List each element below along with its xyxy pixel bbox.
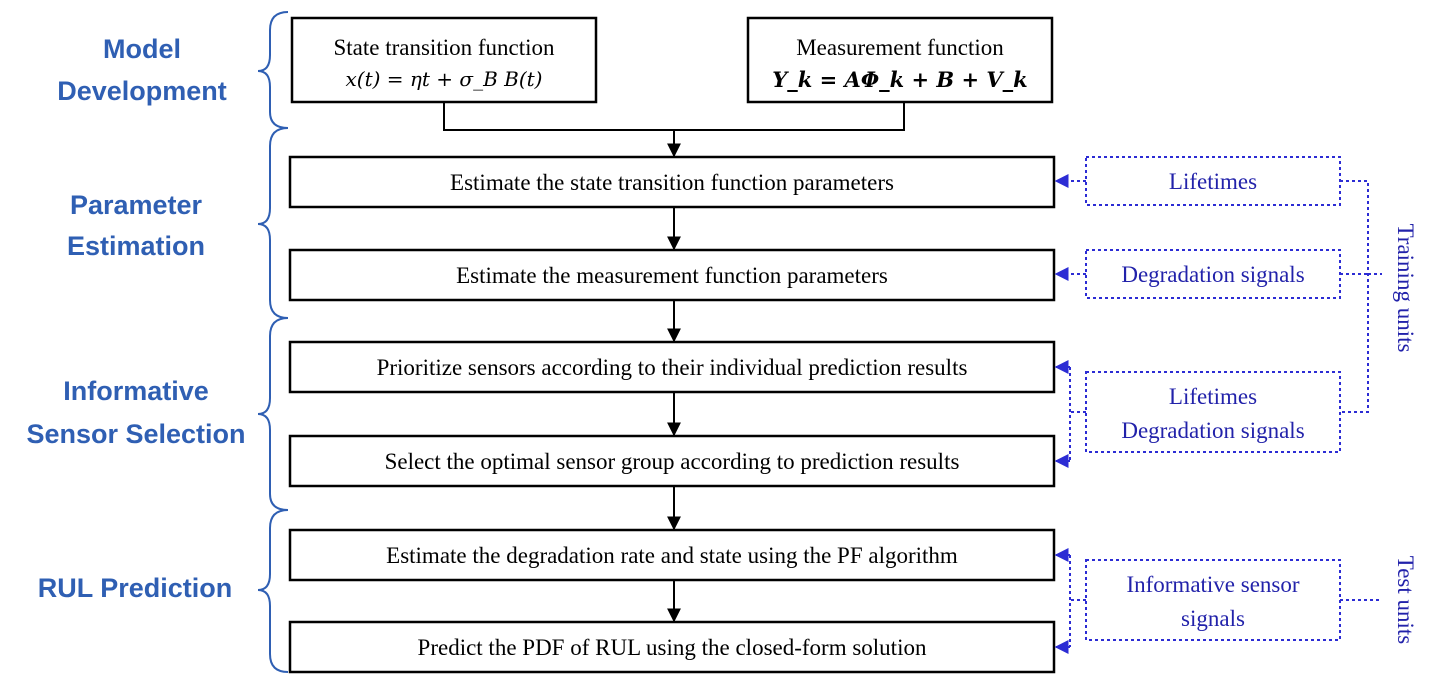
stage-param-line1: Parameter xyxy=(70,190,203,220)
brace-sensor xyxy=(257,317,289,511)
step-4-label: Select the optimal sensor group accordin… xyxy=(385,449,960,474)
input-combined-line2: Degradation signals xyxy=(1121,418,1304,443)
stage-rul: RUL Prediction xyxy=(38,573,233,603)
state-transition-equation: x(t) = ηt + σ_B B(t) xyxy=(346,67,543,91)
input-lifetimes-box: Lifetimes xyxy=(1085,156,1341,206)
input-informative-line2: signals xyxy=(1181,606,1245,631)
input-informative-box: Informative sensor signals xyxy=(1085,559,1341,641)
step-3-label: Prioritize sensors according to their in… xyxy=(377,355,968,380)
step-6-label: Predict the PDF of RUL using the closed-… xyxy=(418,635,927,660)
step-6-box: Predict the PDF of RUL using the closed-… xyxy=(288,620,1056,674)
training-units-label: Training units xyxy=(1393,224,1418,353)
stage-braces xyxy=(257,11,289,673)
brace-rul xyxy=(257,509,289,673)
input-combined-line1: Lifetimes xyxy=(1169,384,1257,409)
input-combined-box: Lifetimes Degradation signals xyxy=(1085,371,1341,453)
top-merge-connector xyxy=(443,102,905,131)
step-3-box: Prioritize sensors according to their in… xyxy=(288,340,1056,394)
state-transition-box: State transition function x(t) = ηt + σ_… xyxy=(290,16,598,104)
step-1-label: Estimate the state transition function p… xyxy=(450,170,894,195)
step-2-label: Estimate the measurement function parame… xyxy=(456,263,888,288)
brace-model xyxy=(257,11,289,129)
stage-sensor-line1: Informative xyxy=(63,376,209,406)
stage-sensor-line2: Sensor Selection xyxy=(26,419,245,449)
state-transition-title: State transition function xyxy=(333,35,555,60)
brace-param xyxy=(257,127,289,319)
input-informative-line1: Informative sensor xyxy=(1126,572,1299,597)
step-5-box: Estimate the degradation rate and state … xyxy=(288,528,1056,582)
input-degradation-box: Degradation signals xyxy=(1085,249,1341,299)
input-degradation-label: Degradation signals xyxy=(1121,262,1304,287)
step-2-box: Estimate the measurement function parame… xyxy=(288,248,1056,302)
step-4-box: Select the optimal sensor group accordin… xyxy=(288,434,1056,488)
test-units-label: Test units xyxy=(1393,556,1418,645)
measurement-equation: Y_k = AΦ_k + B + V_k xyxy=(772,67,1027,92)
measurement-title: Measurement function xyxy=(796,35,1004,60)
stage-model-line1: Model xyxy=(103,34,181,64)
training-bracket xyxy=(1340,180,1369,413)
step-5-label: Estimate the degradation rate and state … xyxy=(386,543,958,568)
measurement-box: Measurement function Y_k = AΦ_k + B + V_… xyxy=(746,16,1054,104)
stage-model-line2: Development xyxy=(57,76,227,106)
step-1-box: Estimate the state transition function p… xyxy=(288,155,1056,209)
input-lifetimes-label: Lifetimes xyxy=(1169,169,1257,194)
stage-param-line2: Estimation xyxy=(67,231,205,261)
